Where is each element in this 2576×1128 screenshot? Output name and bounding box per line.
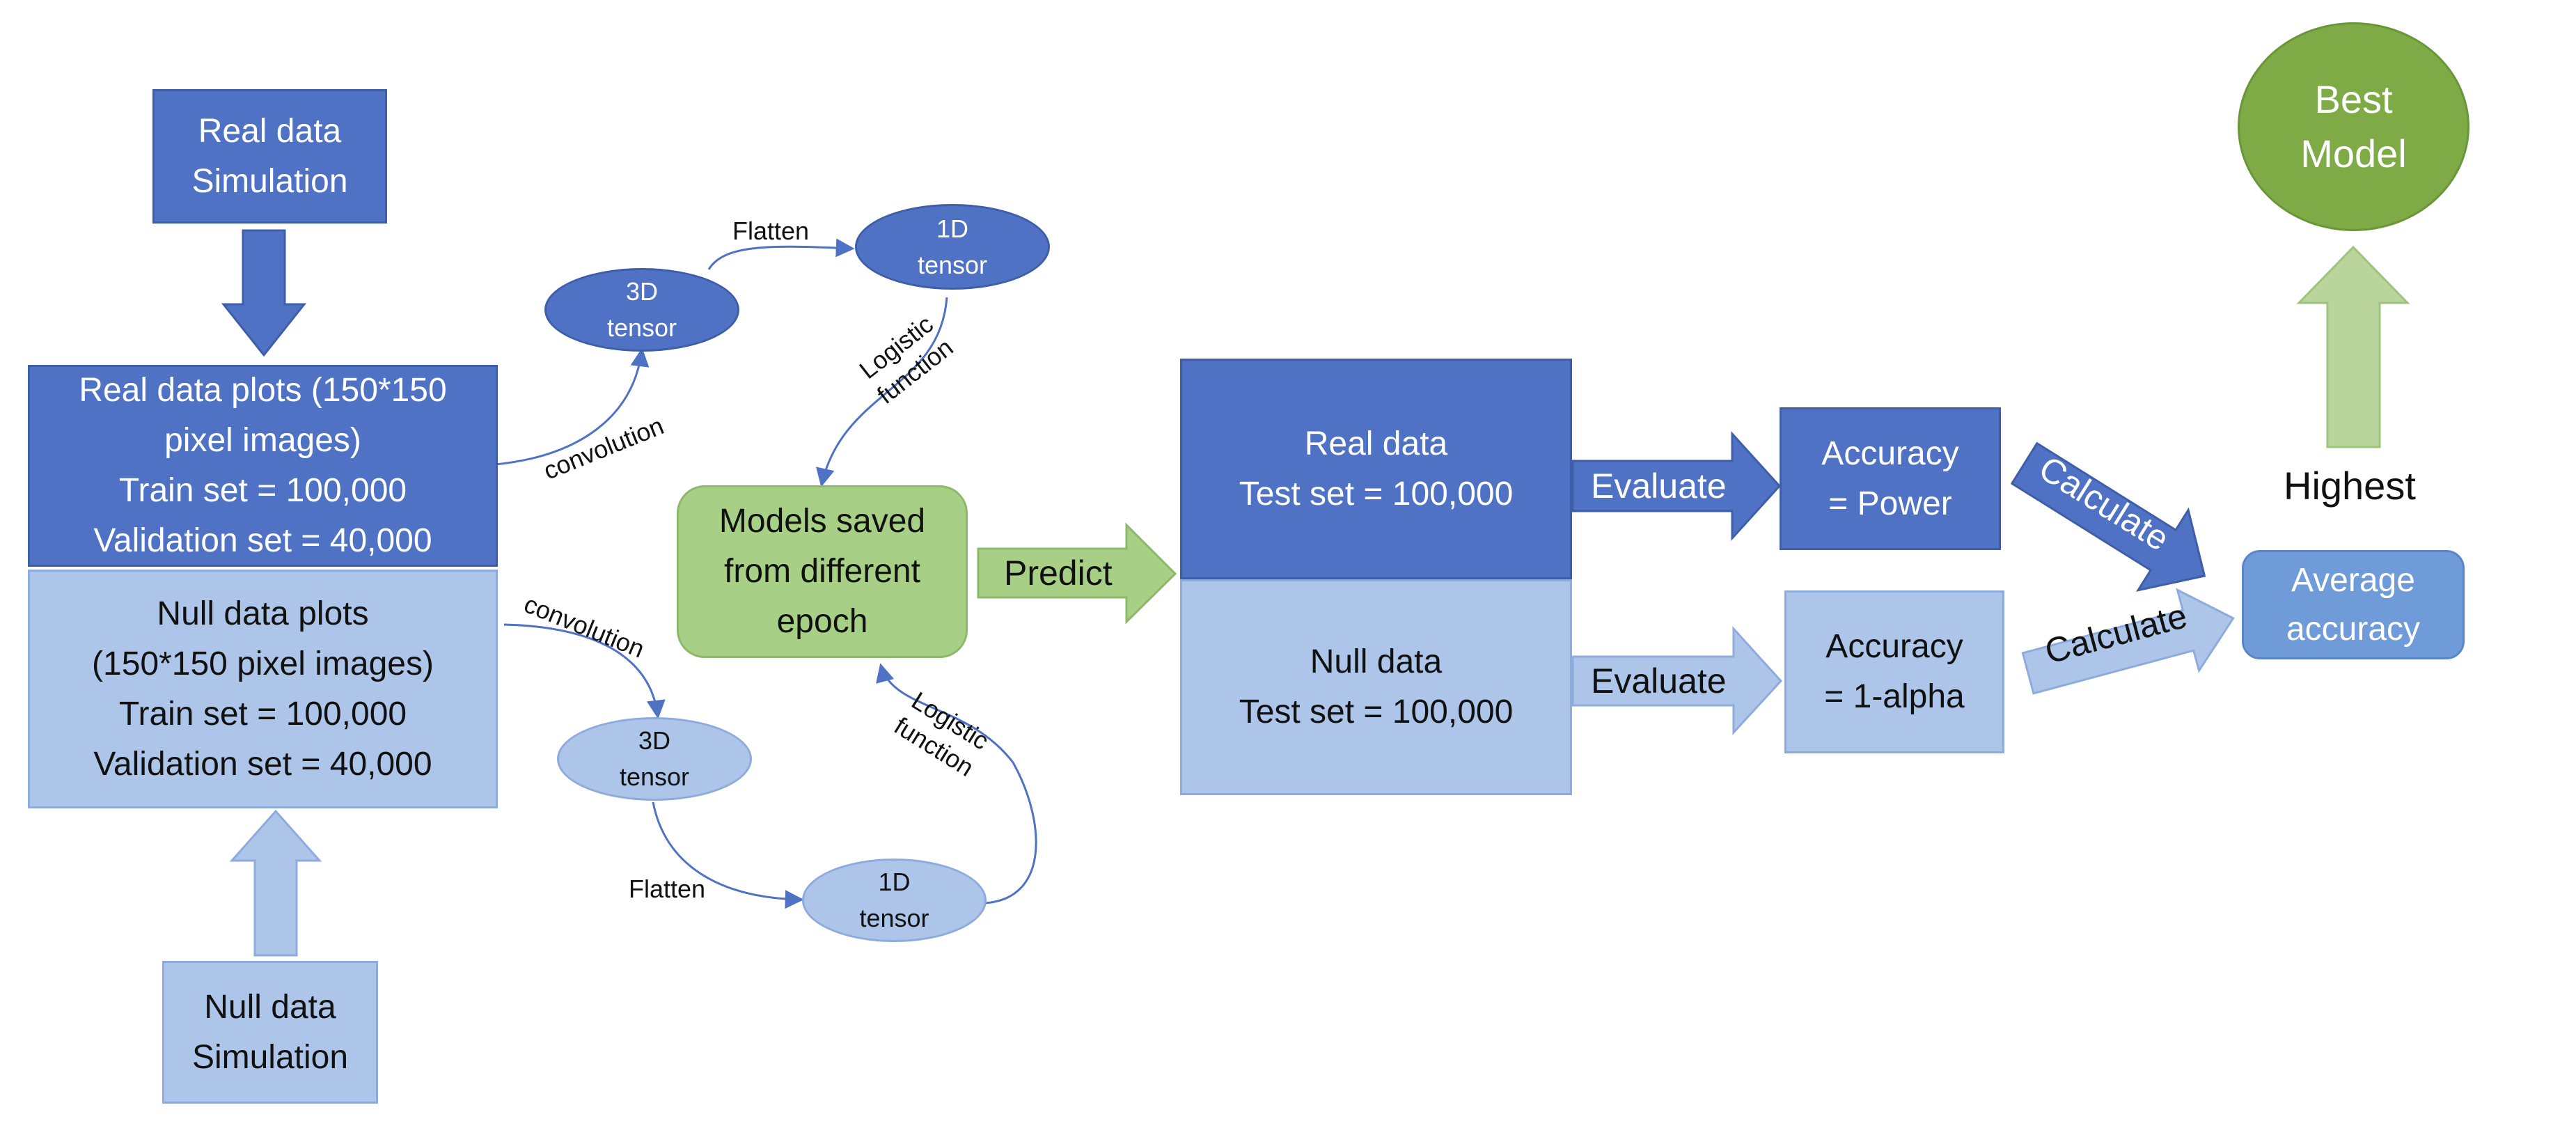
models-line-1: Models saved: [718, 503, 926, 540]
real-data-simulation-box: Real data Simulation: [152, 89, 387, 224]
label-predict: Predict: [1004, 554, 1113, 593]
tensor-1d-bottom-line-2: tensor: [859, 904, 929, 932]
connector-logistic-top: [816, 297, 948, 487]
connector-logistic-bottom: [876, 663, 1037, 904]
null-plots-line-3: Train set = 100,000: [118, 695, 407, 733]
null-data-plots-box: Null data plots (150*150 pixel images) T…: [28, 570, 498, 808]
arrow-calculate-alpha: [2021, 588, 2235, 695]
connector-flatten-bottom: [652, 801, 804, 909]
connector-convolution-top: [495, 347, 650, 466]
acc-power-line-2: = Power: [1828, 485, 1952, 522]
accuracy-power-box: Accuracy = Power: [1780, 407, 2001, 550]
tensor-1d-bottom: 1D tensor: [802, 859, 987, 942]
avg-acc-line-1: Average: [2291, 561, 2415, 599]
models-line-2: from different: [724, 553, 920, 590]
real-plots-line-1: Real data plots (150*150: [79, 372, 447, 409]
arrow-calculate-power: [2010, 441, 2206, 592]
real-test-line-1: Real data: [1304, 425, 1448, 462]
avg-acc-line-2: accuracy: [2286, 610, 2421, 648]
accuracy-alpha-box: Accuracy = 1-alpha: [1784, 590, 2004, 753]
null-sim-line-1: Null data: [204, 988, 336, 1026]
connector-flatten-top: [707, 238, 855, 270]
models-line-3: epoch: [776, 603, 868, 640]
arrow-evaluate-null: [1571, 626, 1783, 735]
label-evaluate-null: Evaluate: [1591, 661, 1727, 700]
real-sim-line-1: Real data: [198, 112, 342, 150]
null-data-simulation-box: Null data Simulation: [162, 961, 378, 1104]
label-flatten-top: Flatten: [732, 217, 810, 245]
real-plots-line-2: pixel images): [164, 422, 361, 459]
connector-convolution-bottom: [503, 623, 666, 719]
best-model-circle: Best Model: [2238, 22, 2469, 231]
null-plots-line-1: Null data plots: [157, 595, 369, 632]
null-plots-line-4: Validation set = 40,000: [93, 745, 432, 783]
tensor-3d-bottom-line-1: 3D: [638, 726, 671, 755]
label-highest: Highest: [2284, 464, 2416, 508]
real-sim-line-2: Simulation: [191, 162, 348, 200]
tensor-1d-top: 1D tensor: [855, 204, 1050, 290]
average-accuracy-box: Average accuracy: [2242, 550, 2465, 659]
tensor-1d-top-line-2: tensor: [917, 250, 988, 279]
arrow-evaluate-real: [1571, 431, 1782, 541]
null-sim-line-2: Simulation: [191, 1038, 349, 1076]
arrow-predict: [977, 522, 1177, 625]
acc-alpha-line-2: = 1-alpha: [1824, 678, 1965, 715]
tensor-3d-bottom-line-2: tensor: [619, 762, 690, 791]
label-flatten-bottom: Flatten: [629, 875, 706, 903]
real-plots-line-3: Train set = 100,000: [118, 472, 407, 509]
arrow-null-sim-up: [229, 809, 322, 957]
tensor-1d-top-line-1: 1D: [936, 214, 969, 243]
tensor-3d-top-line-1: 3D: [625, 277, 659, 306]
acc-alpha-line-1: Accuracy: [1825, 628, 1963, 665]
real-plots-line-4: Validation set = 40,000: [93, 522, 432, 559]
label-evaluate-real: Evaluate: [1591, 467, 1727, 506]
best-model-line-1: Best: [2314, 77, 2393, 121]
tensor-3d-bottom: 3D tensor: [557, 717, 752, 801]
null-test-line-2: Test set = 100,000: [1239, 694, 1514, 730]
best-model-line-2: Model: [2300, 132, 2407, 175]
real-data-test-box: Real data Test set = 100,000: [1180, 359, 1572, 579]
null-plots-line-2: (150*150 pixel images): [92, 645, 434, 682]
null-test-line-1: Null data: [1310, 643, 1443, 680]
real-data-plots-box: Real data plots (150*150 pixel images) T…: [28, 365, 498, 567]
acc-power-line-1: Accuracy: [1821, 434, 1959, 472]
real-test-line-2: Test set = 100,000: [1239, 475, 1514, 512]
tensor-3d-top: 3D tensor: [544, 268, 739, 352]
arrow-real-sim-down: [221, 229, 307, 357]
null-data-test-box: Null data Test set = 100,000: [1180, 579, 1572, 795]
models-saved-box: Models saved from different epoch: [677, 485, 968, 658]
arrow-highest-up: [2296, 245, 2410, 448]
tensor-1d-bottom-line-1: 1D: [878, 868, 911, 896]
tensor-3d-top-line-2: tensor: [606, 313, 677, 342]
